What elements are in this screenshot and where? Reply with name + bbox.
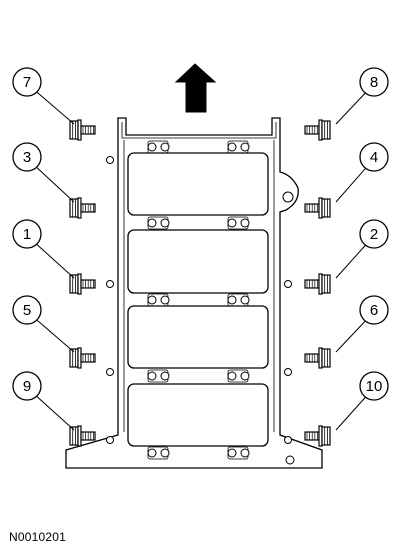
callout-label: 3 xyxy=(23,149,31,166)
callout-circle xyxy=(12,142,42,172)
callout-leader xyxy=(36,91,75,125)
callout-9: 9 xyxy=(12,371,42,401)
callout-circle xyxy=(12,219,42,249)
callout-leader xyxy=(335,167,367,203)
callout-circle xyxy=(359,67,389,97)
callout-label: 9 xyxy=(23,378,31,395)
callout-circle xyxy=(359,371,389,401)
bolt-icon xyxy=(304,425,331,447)
callout-5: 5 xyxy=(12,295,42,325)
callout-circle xyxy=(359,219,389,249)
bolt-icon xyxy=(69,119,96,141)
bolt-icon xyxy=(69,197,96,219)
callout-8: 8 xyxy=(359,67,389,97)
callout-6: 6 xyxy=(359,295,389,325)
callout-label: 5 xyxy=(23,302,31,319)
callout-label: 4 xyxy=(370,149,378,166)
bolt-icon xyxy=(304,347,331,369)
up-arrow-icon xyxy=(174,63,217,113)
callout-label: 6 xyxy=(370,302,378,319)
callout-2: 2 xyxy=(359,219,389,249)
callout-leader xyxy=(335,92,366,125)
callout-circle xyxy=(359,142,389,172)
callout-circle xyxy=(12,295,42,325)
callout-leader xyxy=(36,166,75,203)
figure-id: N0010201 xyxy=(9,530,66,544)
callout-7: 7 xyxy=(12,67,42,97)
callout-leader xyxy=(36,243,75,279)
bolt-icon xyxy=(69,425,96,447)
callout-leader xyxy=(36,395,75,431)
plate-holes xyxy=(106,142,295,465)
callout-4: 4 xyxy=(359,142,389,172)
callout-10: 10 xyxy=(359,371,389,401)
callout-3: 3 xyxy=(12,142,42,172)
bolt-icon xyxy=(304,273,331,295)
callout-1: 1 xyxy=(12,219,42,249)
callout-leader xyxy=(335,244,366,279)
callout-label: 2 xyxy=(370,226,378,243)
bolt-icon xyxy=(69,273,96,295)
bolt-icon xyxy=(304,119,331,141)
callout-label: 10 xyxy=(366,378,383,395)
bearing-cap-plate xyxy=(65,117,323,469)
bolt-icon xyxy=(304,197,331,219)
callout-label: 7 xyxy=(23,74,31,91)
callout-label: 1 xyxy=(23,226,31,243)
callout-circle xyxy=(12,67,42,97)
bolt-icon xyxy=(69,347,96,369)
callout-leader xyxy=(335,320,366,353)
callout-leader xyxy=(335,396,366,431)
callout-label: 8 xyxy=(370,74,378,91)
bolts-group xyxy=(69,119,331,447)
callouts-group: 7 8 3 4 1 2 5 6 9 10 xyxy=(12,67,389,431)
callout-circle xyxy=(359,295,389,325)
callout-leader xyxy=(36,319,75,353)
callout-circle xyxy=(12,371,42,401)
